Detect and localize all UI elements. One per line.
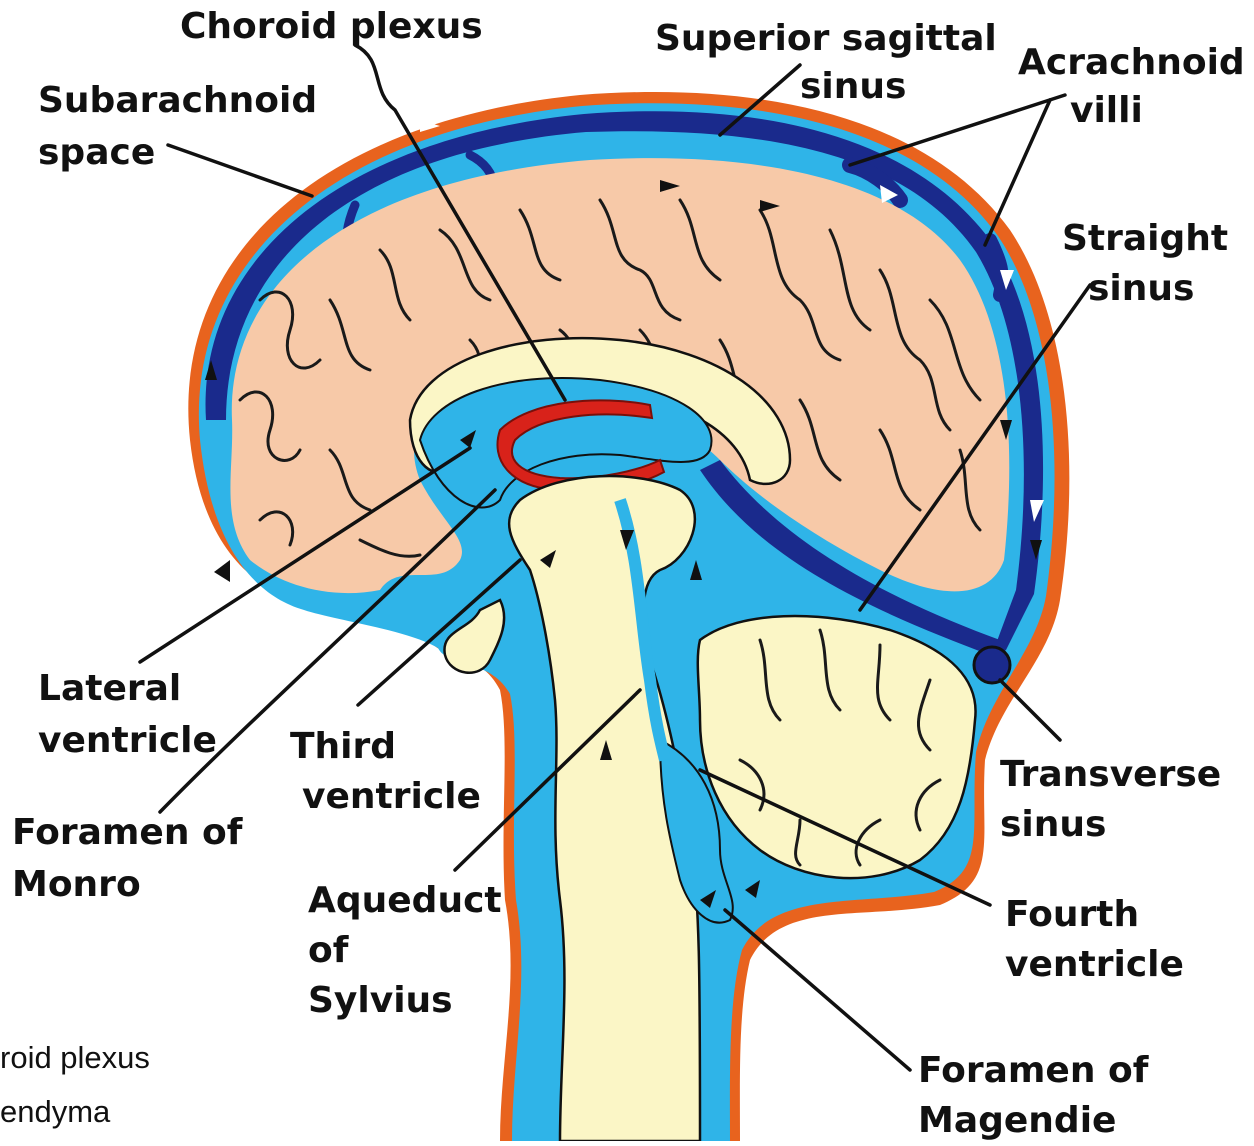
label-straight-sinus-line1: Straight bbox=[1062, 218, 1228, 259]
leader-foramen-magendie bbox=[725, 910, 910, 1070]
label-choroid-plexus: Choroid plexus bbox=[180, 6, 483, 47]
label-fourth-ventricle-line1: Fourth bbox=[1005, 894, 1139, 935]
label-transverse-sinus-line2: sinus bbox=[1000, 804, 1106, 845]
leader-arachnoid-villi-2 bbox=[985, 100, 1050, 245]
transverse-sinus-cross-section bbox=[974, 647, 1010, 683]
label-superior-sagittal-line1: Superior sagittal bbox=[655, 18, 997, 59]
label-aqueduct-line2: of bbox=[308, 930, 349, 971]
label-arachnoid-villi-line2: villi bbox=[1070, 90, 1143, 131]
leader-transverse-sinus bbox=[1000, 680, 1060, 740]
footnote-line2: endyma bbox=[0, 1094, 111, 1129]
label-subarachnoid-line2: space bbox=[38, 132, 155, 173]
label-foramen-monro-line1: Foramen of bbox=[12, 812, 243, 853]
label-foramen-magendie-line2: Magendie bbox=[918, 1100, 1116, 1141]
label-foramen-monro-line2: Monro bbox=[12, 864, 141, 905]
label-lateral-ventricle-line2: ventricle bbox=[38, 720, 217, 761]
label-transverse-sinus-line1: Transverse bbox=[1000, 754, 1221, 795]
label-superior-sagittal-line2: sinus bbox=[800, 66, 906, 107]
label-subarachnoid-line1: Subarachnoid bbox=[38, 80, 317, 121]
label-third-ventricle-line1: Third bbox=[290, 726, 396, 767]
label-aqueduct-line3: Sylvius bbox=[308, 980, 453, 1021]
label-third-ventricle-line2: ventricle bbox=[302, 776, 481, 817]
footnote-line1: roid plexus bbox=[0, 1040, 150, 1075]
label-fourth-ventricle-line2: ventricle bbox=[1005, 944, 1184, 985]
label-aqueduct-line1: Aqueduct bbox=[308, 880, 502, 921]
label-lateral-ventricle-line1: Lateral bbox=[38, 668, 181, 709]
label-straight-sinus-line2: sinus bbox=[1088, 268, 1194, 309]
label-foramen-magendie-line1: Foramen of bbox=[918, 1050, 1149, 1091]
label-arachnoid-villi-line1: Acrachnoid bbox=[1018, 42, 1245, 83]
leader-subarachnoid bbox=[168, 145, 312, 196]
